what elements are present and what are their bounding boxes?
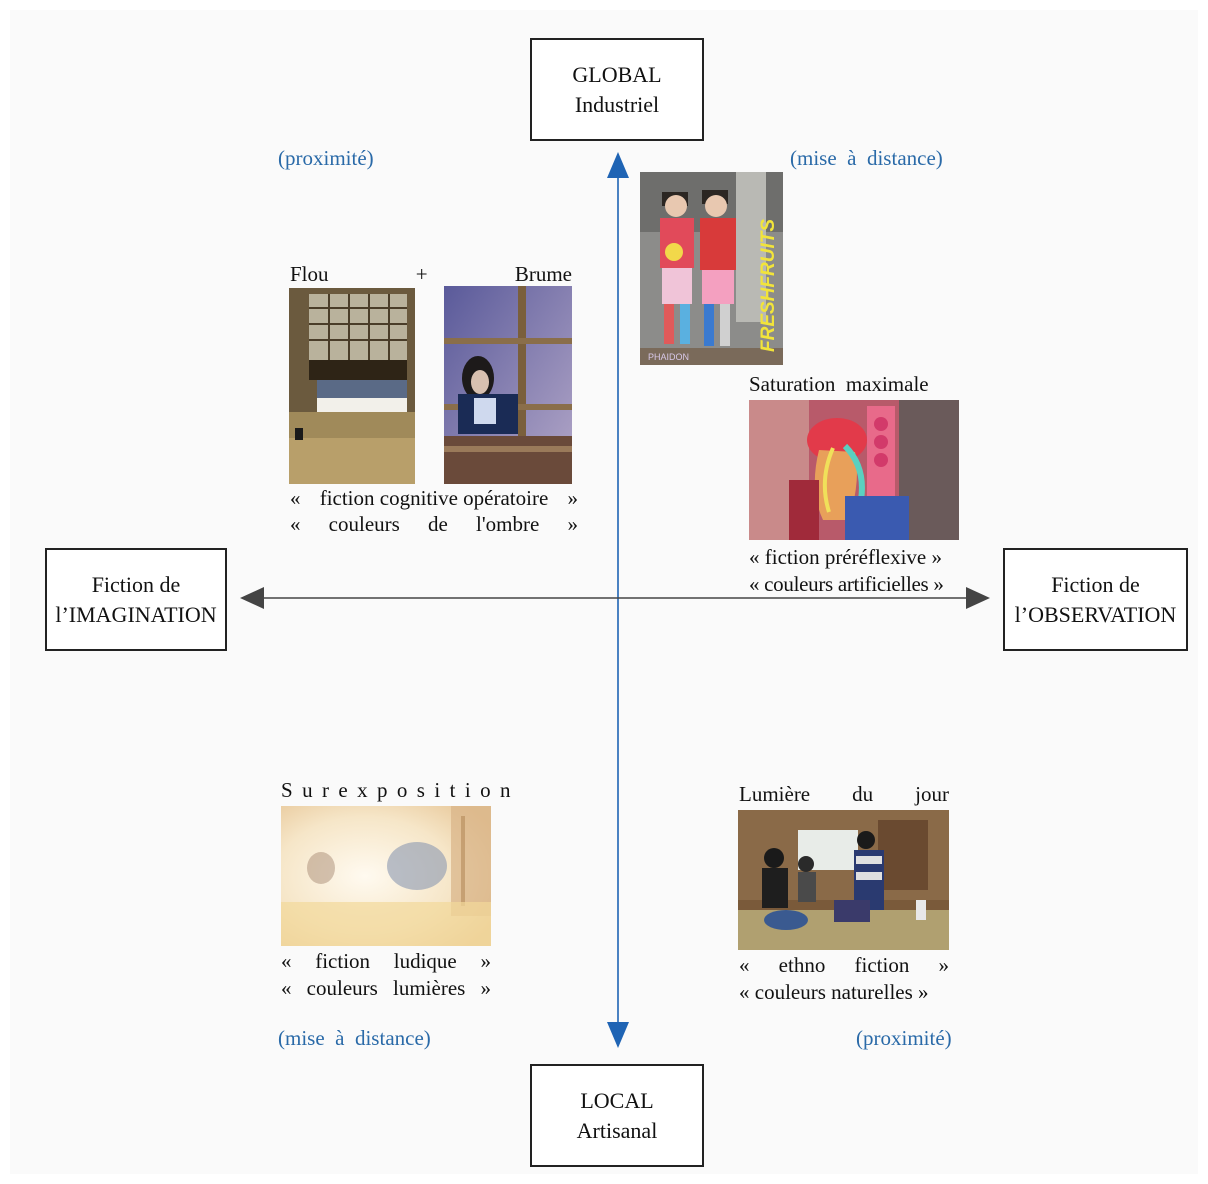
caption-flou-brume: Flou + Brume (290, 262, 572, 287)
word: lumières (393, 976, 466, 1000)
word: jour (915, 782, 949, 806)
caption-brume: Brume (514, 262, 572, 286)
caption-saturation: Saturation maximale (749, 372, 929, 396)
top-left-line1: « fiction cognitive opératoire » (290, 486, 578, 511)
bottom-left-line1: « fiction ludique » (281, 949, 491, 974)
photo-saturation (749, 400, 959, 540)
pole-global-line2: Industriel (574, 91, 660, 117)
fiction-label: fiction cognitive opératoire (319, 486, 549, 510)
word: fiction (854, 953, 910, 977)
word: Lumière (739, 782, 811, 806)
book-publisher-text: PHAIDON (648, 352, 689, 362)
word: l'ombre (476, 512, 540, 536)
photo-surexposition (281, 806, 491, 946)
top-right-line2: « couleurs artificielles » (749, 572, 944, 596)
vertical-axis-arrow-up (607, 152, 629, 178)
quote-close: » (480, 976, 491, 1000)
photo-brume (444, 286, 572, 484)
vertical-axis-arrow-down (607, 1022, 629, 1048)
bottom-right-line2: « couleurs naturelles » (739, 980, 929, 1004)
word: ethno (778, 953, 826, 977)
horizontal-axis-arrow-right (966, 587, 990, 609)
quote-open: « (281, 976, 292, 1000)
caption-flou: Flou (290, 262, 329, 286)
photo-flou (289, 288, 415, 484)
pole-observation-line1: Fiction de (1051, 571, 1140, 597)
photo-freshfruits-book: FRESHFRUITS PHAIDON (640, 172, 783, 365)
pole-local-line2: Artisanal (576, 1117, 658, 1143)
caption-plus: + (415, 262, 428, 286)
word: fiction (315, 949, 371, 973)
word: du (852, 782, 874, 806)
quote-close: » (938, 953, 950, 977)
horizontal-axis-arrow-left (240, 587, 264, 609)
pole-local: LOCAL Artisanal (530, 1064, 704, 1167)
pole-global-line1: GLOBAL (572, 61, 662, 87)
book-title-text: FRESHFRUITS (758, 219, 779, 352)
top-left-line2: « couleurs de l'ombre » (290, 512, 578, 537)
pole-imagination-line2: l’IMAGINATION (55, 601, 217, 627)
pole-local-line1: LOCAL (580, 1087, 654, 1113)
quote-close: » (567, 512, 578, 536)
pole-imagination: Fiction de l’IMAGINATION (45, 548, 227, 651)
quote-open: « (290, 486, 301, 510)
caption-surexposition: Surexposition (281, 778, 520, 802)
word: ludique (393, 949, 457, 973)
photo-lumiere-du-jour (738, 810, 949, 950)
word: couleurs (306, 976, 378, 1000)
quote-open: « (281, 949, 292, 973)
pole-observation: Fiction de l’OBSERVATION (1003, 548, 1188, 651)
quote-close: » (567, 486, 579, 510)
bottom-right-line1: « ethno fiction » (739, 953, 949, 978)
note-top-right: (mise à distance) (790, 146, 943, 170)
quote-close: » (480, 949, 491, 973)
pole-imagination-line1: Fiction de (91, 571, 181, 597)
note-bottom-left: (mise à distance) (278, 1026, 431, 1050)
bottom-left-line2: « couleurs lumières » (281, 976, 491, 1001)
top-right-line1: « fiction préréflexive » (749, 545, 942, 569)
word: de (428, 512, 448, 536)
quote-open: « (739, 953, 750, 977)
word: couleurs (328, 512, 400, 536)
pole-observation-line2: l’OBSERVATION (1014, 601, 1177, 627)
quote-open: « (290, 512, 301, 536)
note-top-left: (proximité) (278, 146, 374, 170)
caption-lumiere-du-jour: Lumière du jour (739, 782, 949, 807)
pole-global: GLOBAL Industriel (530, 38, 704, 141)
note-bottom-right: (proximité) (856, 1026, 952, 1050)
